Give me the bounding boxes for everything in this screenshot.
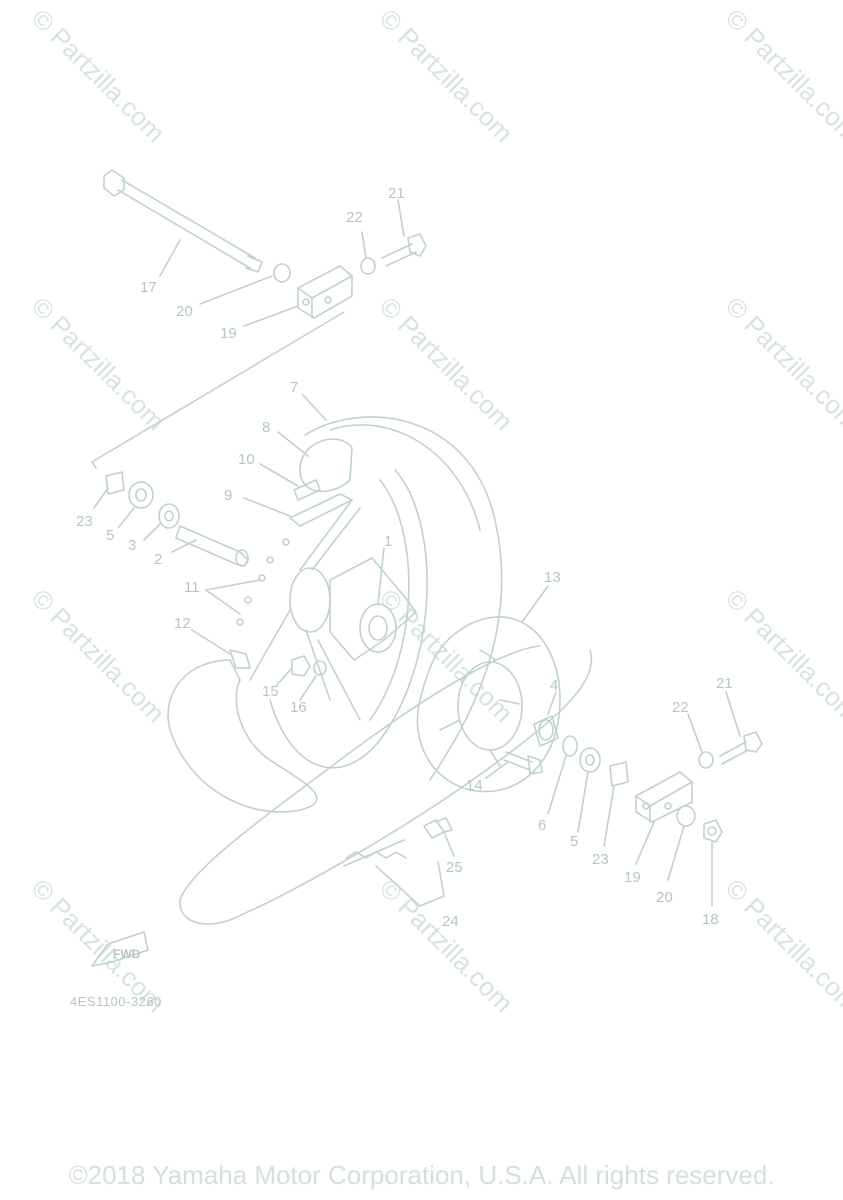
callout-17: 17 xyxy=(140,279,157,296)
adjuster-part-19-top[interactable] xyxy=(297,265,353,319)
callout-19-right: 19 xyxy=(624,869,641,886)
spacer-part-4[interactable] xyxy=(533,715,559,747)
reference-line-left xyxy=(91,311,345,469)
callout-11: 11 xyxy=(184,579,200,596)
callout-4: 4 xyxy=(550,677,558,694)
callout-21-right: 21 xyxy=(716,675,733,692)
washer-part-20-top[interactable] xyxy=(273,263,291,283)
callout-12: 12 xyxy=(174,615,191,632)
leader-lines xyxy=(93,199,741,907)
copyright-notice: ©2018 Yamaha Motor Corporation, U.S.A. A… xyxy=(68,1160,775,1190)
nut-part-18[interactable] xyxy=(703,819,723,843)
callout-21-top: 21 xyxy=(388,185,405,202)
watermark-layer: © Partzilla.com © Partzilla.com © Partzill… xyxy=(26,3,843,1018)
callout-3: 3 xyxy=(128,537,136,554)
circlip-part-6[interactable] xyxy=(562,735,578,757)
callout-13: 13 xyxy=(544,569,561,586)
bolt-set-part-11[interactable] xyxy=(236,538,290,626)
callout-1: 1 xyxy=(384,533,392,550)
bolt-part-21-top[interactable] xyxy=(381,233,427,267)
callout-19-top: 19 xyxy=(220,325,237,342)
washer-part-16[interactable] xyxy=(313,660,327,676)
callout-15: 15 xyxy=(262,683,279,700)
tire-part-7[interactable] xyxy=(304,416,503,781)
brake-shoe-part-12[interactable] xyxy=(167,649,318,813)
callout-5-left: 5 xyxy=(106,527,114,544)
nut-part-15[interactable] xyxy=(291,655,311,677)
fwd-arrow-icon: FWD xyxy=(91,931,149,967)
callout-20-top: 20 xyxy=(176,303,193,320)
callout-14: 14 xyxy=(466,777,483,794)
callout-18: 18 xyxy=(702,911,719,928)
watermark-text: © Partzilla.com xyxy=(720,583,843,728)
callout-5-right: 5 xyxy=(570,833,578,850)
watermark-text: © Partzilla.com xyxy=(26,291,171,436)
chain-joint-part-25[interactable] xyxy=(423,817,453,839)
chain-part-24[interactable] xyxy=(179,645,593,925)
wheel-rim-part-1[interactable] xyxy=(249,469,428,769)
nut-part-22-top[interactable] xyxy=(360,257,376,275)
seal-part-3-left[interactable] xyxy=(158,503,180,529)
sprocket-part-13[interactable] xyxy=(416,616,561,793)
callout-23-right: 23 xyxy=(592,851,609,868)
bearing-part-5-left[interactable] xyxy=(128,481,154,509)
watermark-text: © Partzilla.com xyxy=(374,873,519,1018)
watermark-text: © Partzilla.com xyxy=(374,291,519,436)
callout-20-right: 20 xyxy=(656,889,673,906)
callout-10: 10 xyxy=(238,451,255,468)
callout-23-left: 23 xyxy=(76,513,93,530)
axle-part-17[interactable] xyxy=(103,169,263,273)
spacer-part-2[interactable] xyxy=(175,525,249,567)
callout-2: 2 xyxy=(154,551,162,568)
callout-25: 25 xyxy=(446,859,463,876)
fwd-label: FWD xyxy=(113,947,141,961)
watermark-text: © Partzilla.com xyxy=(720,3,843,148)
watermark-text: © Partzilla.com xyxy=(720,291,843,436)
nut-part-22-right[interactable] xyxy=(698,751,714,769)
watermark-text: © Partzilla.com xyxy=(374,3,519,148)
bolt-part-14[interactable] xyxy=(503,751,543,775)
callout-24: 24 xyxy=(442,913,459,930)
watermark-text: © Partzilla.com xyxy=(720,873,843,1018)
collar-part-23-left[interactable] xyxy=(105,471,125,495)
callout-8: 8 xyxy=(262,419,270,436)
callout-labels: 17 20 19 22 21 7 8 10 9 1 23 5 3 2 11 12… xyxy=(76,185,733,930)
tube-part-8[interactable] xyxy=(299,438,353,493)
callout-22-right: 22 xyxy=(672,699,689,716)
callout-16: 16 xyxy=(290,699,307,716)
watermark-text: © Partzilla.com xyxy=(26,3,171,148)
callout-9: 9 xyxy=(224,487,232,504)
collar-part-23-right[interactable] xyxy=(609,761,629,787)
watermark-text: © Partzilla.com xyxy=(26,583,171,728)
diagram-code: 4ES1100-3260 xyxy=(70,994,162,1009)
callout-22-top: 22 xyxy=(346,209,363,226)
callout-7: 7 xyxy=(290,379,298,396)
washer-part-20-right[interactable] xyxy=(676,805,696,827)
adjuster-part-19-right[interactable] xyxy=(635,771,693,823)
watermark-text: © Partzilla.com xyxy=(374,583,519,728)
callout-6: 6 xyxy=(538,817,546,834)
bolt-part-21-right[interactable] xyxy=(719,731,763,765)
bearing-part-5-right[interactable] xyxy=(579,747,601,773)
valve-part-10[interactable] xyxy=(293,479,321,501)
